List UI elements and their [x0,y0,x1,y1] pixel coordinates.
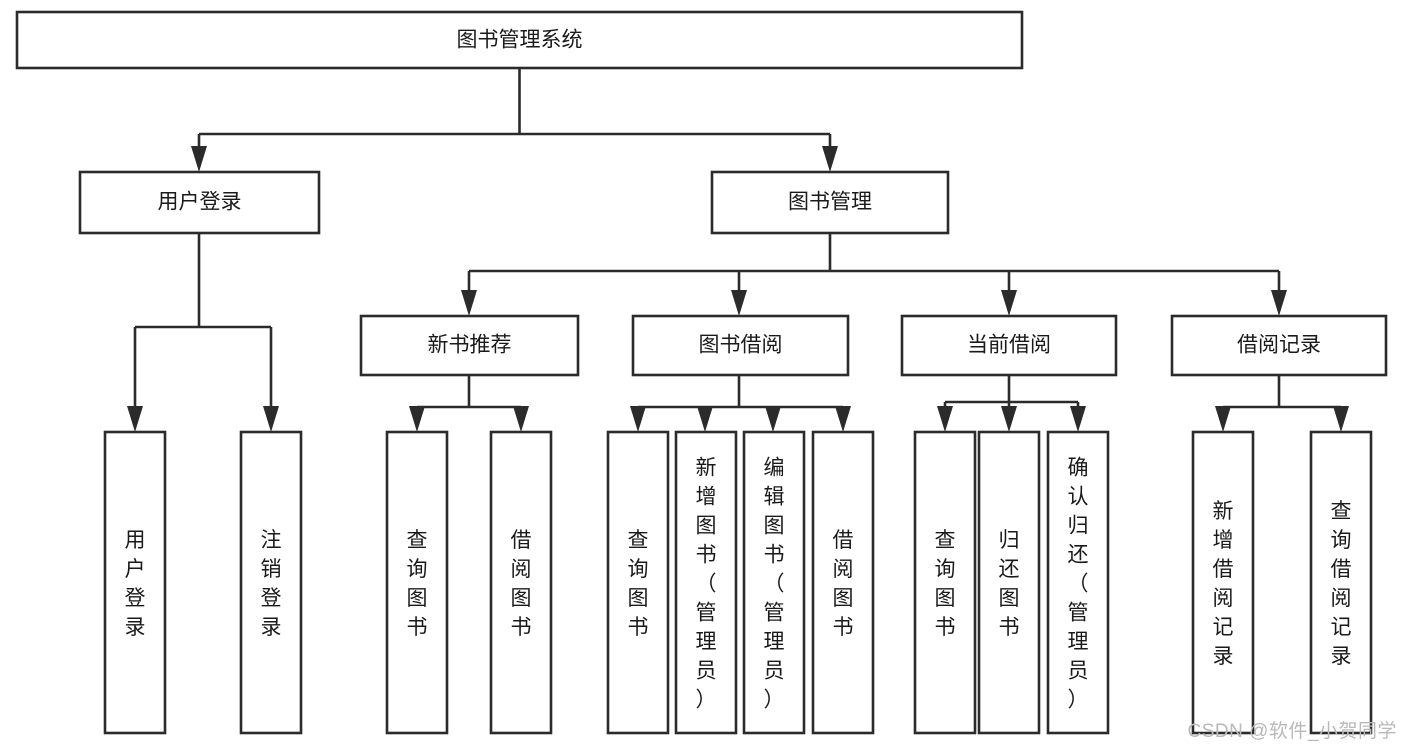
node-book-borrow-box [631,314,850,377]
node-book-borrow-label: 图书借阅 [699,334,783,357]
connector-layer [127,68,1349,432]
connector-user-login-to-leaves [133,233,273,412]
leaf-borrow-record-2[interactable]: 查询借阅记录 [1309,430,1373,735]
leaf-current-borrow-2-label: 归还图书 [999,529,1020,639]
node-root[interactable]: 图书管理系统 [15,10,1024,70]
node-borrow-record[interactable]: 借阅记录 [1170,314,1388,377]
leaf-borrow-record-2-label: 查询借阅记录 [1331,500,1352,668]
node-current-borrow-label: 当前借阅 [967,334,1051,357]
arrowhead-cb-leaf-3 [1070,406,1086,432]
leaf-book-borrow-4[interactable]: 借阅图书 [811,430,875,735]
leaf-borrow-record-1[interactable]: 新增借阅记录 [1191,430,1255,735]
connector-book-borrow-to-leaves [636,375,845,412]
leaf-book-borrow-3-box [742,430,806,735]
node-book-manage[interactable]: 图书管理 [710,170,950,235]
node-book-borrow[interactable]: 图书借阅 [631,314,850,377]
arrowhead-nbr-leaf-1 [409,406,425,432]
connector-root-to-level2 [197,68,832,152]
connector-borrow-record-to-leaves [1221,375,1343,412]
arrowhead-nbr-leaf-2 [513,406,529,432]
node-book-manage-label: 图书管理 [788,191,872,214]
arrowhead-to-user-login [191,146,207,172]
node-user-login-label: 用户登录 [158,191,242,214]
node-new-book-recommend-box [359,314,580,377]
arrowhead-to-book-manage [822,146,838,172]
leaf-current-borrow-3[interactable]: 确认归还（管理员） [1046,430,1110,735]
arrowhead-to-book-borrow [731,290,747,316]
leaf-book-borrow-1-box [606,430,670,735]
leaf-new-book-recommend-2[interactable]: 借阅图书 [489,430,553,735]
leaf-borrow-record-1-box [1191,430,1255,735]
arrowhead-cb-leaf-1 [937,406,953,432]
leaf-user-login-1-label: 用户登录 [125,529,146,639]
arrowhead-br-leaf-1 [1215,406,1231,432]
arrowhead-br-leaf-2 [1333,406,1349,432]
node-current-borrow-box [900,314,1118,377]
arrowhead-to-new-book-recommend [461,290,477,316]
leaf-book-borrow-3-label: 编辑图书（管理员） [764,457,785,712]
leaf-user-login-2-box [239,430,303,735]
leaf-book-borrow-4-box [811,430,875,735]
leaf-user-login-1[interactable]: 用户登录 [103,430,167,735]
arrowhead-bb-leaf-4 [835,406,851,432]
node-borrow-record-box [1170,314,1388,377]
node-book-manage-box [710,170,950,235]
leaf-current-borrow-3-box [1046,430,1110,735]
node-current-borrow[interactable]: 当前借阅 [900,314,1118,377]
arrowhead-user-login-leaf-2 [263,406,279,432]
leaf-new-book-recommend-2-label: 借阅图书 [511,529,532,639]
leaf-book-borrow-2-box [674,430,738,735]
arrowhead-bb-leaf-2 [697,406,713,432]
node-user-login-box [78,170,321,235]
leaf-user-login-1-box [103,430,167,735]
leaf-new-book-recommend-2-box [489,430,553,735]
leaf-user-login-2-label: 注销登录 [261,529,282,639]
leaf-book-borrow-4-label: 借阅图书 [833,529,854,639]
node-new-book-recommend-label: 新书推荐 [428,334,512,357]
arrowhead-to-borrow-record [1271,290,1287,316]
leaf-current-borrow-2-box [977,430,1041,735]
leaf-borrow-record-1-label: 新增借阅记录 [1213,500,1234,668]
arrowhead-to-current-borrow [1001,290,1017,316]
leaf-book-borrow-2[interactable]: 新增图书（管理员） [674,430,738,735]
connector-book-manage-to-level3 [467,233,1281,296]
node-new-book-recommend[interactable]: 新书推荐 [359,314,580,377]
leaf-current-borrow-3-label: 确认归还（管理员） [1068,457,1089,712]
leaf-borrow-record-2-box [1309,430,1373,735]
arrowhead-user-login-leaf-1 [127,406,143,432]
arrowhead-cb-leaf-2 [1001,406,1017,432]
leaf-current-borrow-2[interactable]: 归还图书 [977,430,1041,735]
leaf-new-book-recommend-1-label: 查询图书 [407,529,428,639]
leaf-new-book-recommend-1[interactable]: 查询图书 [385,430,449,735]
leaf-book-borrow-2-label: 新增图书（管理员） [696,457,717,712]
node-root-box [15,10,1024,70]
leaf-new-book-recommend-1-box [385,430,449,735]
arrowhead-bb-leaf-1 [630,406,646,432]
leaf-book-borrow-1-label: 查询图书 [628,529,649,639]
connector-new-book-recommend-to-leaves [415,375,523,412]
leaf-current-borrow-1[interactable]: 查询图书 [913,430,977,735]
leaf-book-borrow-1[interactable]: 查询图书 [606,430,670,735]
node-root-label: 图书管理系统 [457,29,583,52]
leaf-current-borrow-1-box [913,430,977,735]
leaf-current-borrow-1-label: 查询图书 [935,529,956,639]
leaf-user-login-2[interactable]: 注销登录 [239,430,303,735]
node-borrow-record-label: 借阅记录 [1237,334,1321,357]
leaf-book-borrow-3[interactable]: 编辑图书（管理员） [742,430,806,735]
node-user-login[interactable]: 用户登录 [78,170,321,235]
arrowhead-bb-leaf-3 [765,406,781,432]
